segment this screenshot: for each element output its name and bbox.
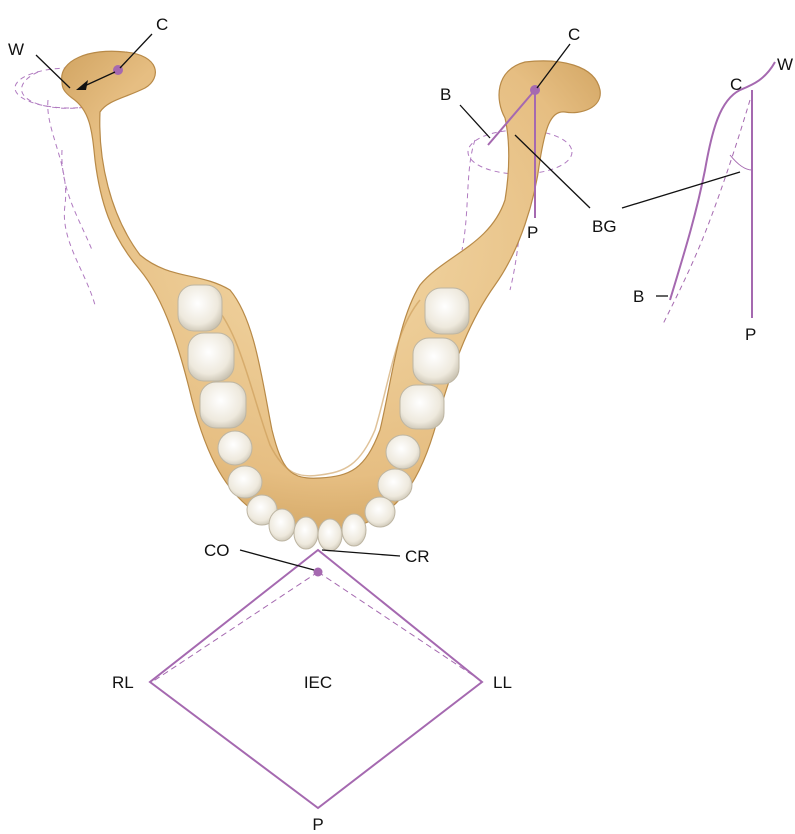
label-bennett-angle: BG [592,217,617,236]
label-iec: IEC [304,673,332,692]
label-inset-p: P [745,325,756,344]
label-ll: LL [493,673,512,692]
label-left-w: W [8,40,24,59]
incisor-1 [269,509,295,541]
label-rl: RL [112,673,134,692]
premolar-left-2 [228,466,262,498]
label-inset-w: W [777,55,793,74]
label-cr: CR [405,547,430,566]
molar-right-3 [400,385,444,429]
inset-angle-arc [730,155,752,170]
label-left-c: C [156,15,168,34]
premolar-left-1 [218,431,252,465]
molar-right-1 [425,288,469,334]
incisor-2 [294,517,318,549]
mandible-bone [62,51,601,530]
premolar-right-2 [378,469,412,501]
molar-left-2 [188,333,234,381]
label-protrusive-p: P [312,815,323,834]
label-co: CO [204,541,230,560]
premolar-right-1 [386,435,420,469]
label-inset-b: B [633,287,644,306]
incisor-3 [318,519,342,551]
molar-left-3 [200,382,246,428]
centric-occlusion-point [314,568,323,577]
bg-leader-inset [622,172,740,208]
molar-left-1 [178,285,222,331]
co-leader [240,550,314,570]
cr-leader [322,550,400,556]
co-to-rl-dashed [152,572,318,682]
label-right-p: P [527,223,538,242]
co-to-ll-dashed [318,572,480,680]
canine-right [365,497,395,527]
inset-b-curve [670,62,775,300]
inset-dashed-curve [662,100,750,326]
label-right-b: B [440,85,451,104]
incisor-4 [342,514,366,546]
molar-right-2 [413,338,459,384]
right-b-leader [460,105,490,138]
label-inset-c: C [730,75,742,94]
label-right-c: C [568,25,580,44]
left-condyle-dashed-outline [22,72,125,305]
